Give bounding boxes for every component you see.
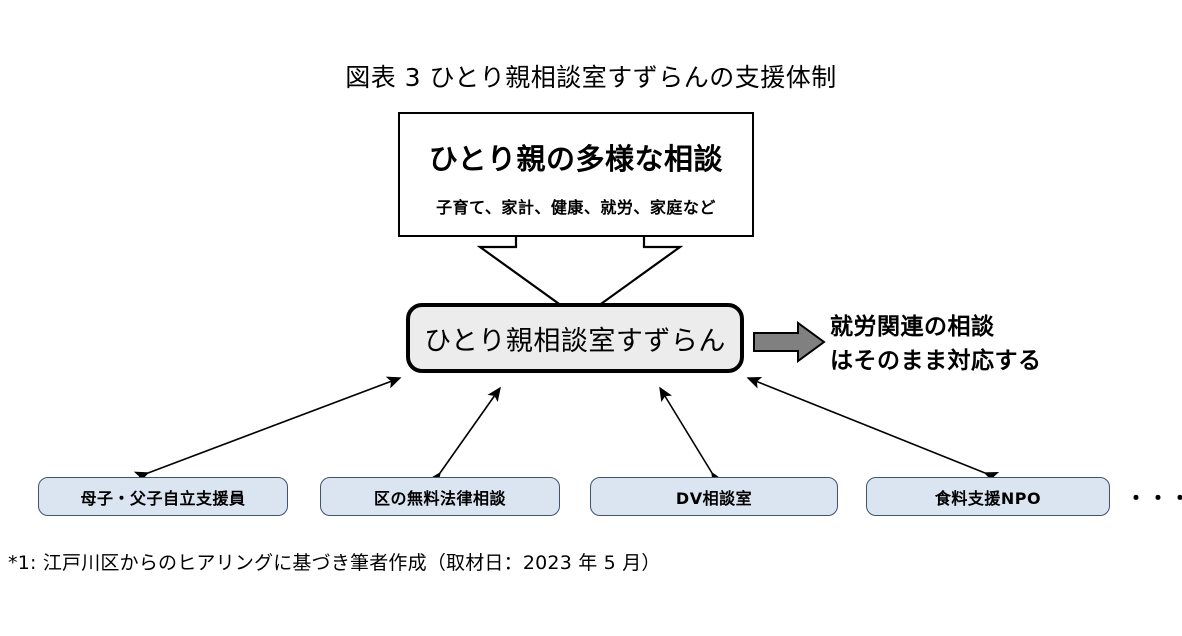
right-note-line-2: はそのまま対応する — [830, 348, 1042, 374]
partner-label-0: 母子・父子自立支援員 — [80, 488, 246, 508]
partner-box-2: DV相談室 — [590, 477, 838, 516]
more-partners-ellipsis: ・・・ — [1126, 486, 1182, 510]
top-box-subtitle: 子育て、家計、健康、就労、家庭など — [436, 198, 716, 217]
partner-label-3: 食料支援NPO — [934, 488, 1042, 508]
right-block-arrow-icon — [753, 321, 826, 363]
footnote: *1: 江戸川区からのヒアリングに基づき筆者作成（取材日：2023 年 5 月） — [8, 552, 661, 574]
partner-label-1: 区の無料法律相談 — [373, 488, 506, 508]
connector-arrow-2 — [427, 386, 501, 488]
right-note-line-1: 就労関連の相談 — [830, 314, 995, 340]
partner-label-2: DV相談室 — [675, 488, 753, 508]
connector-arrow-4 — [746, 376, 1000, 484]
partner-box-0: 母子・父子自立支援員 — [38, 477, 288, 516]
right-note: 就労関連の相談 はそのまま対応する — [830, 310, 1120, 378]
page-title: 図表 3 ひとり親相談室すずらんの支援体制 — [345, 63, 837, 92]
top-box-multiple-consultations: ひとり親の多様な相談 子育て、家計、健康、就労、家庭など — [398, 112, 754, 237]
connector-arrow-3 — [659, 386, 725, 488]
center-box-suzuran: ひとり親相談室すずらん — [406, 303, 744, 373]
connector-arrow-1 — [133, 376, 402, 484]
partner-box-1: 区の無料法律相談 — [320, 477, 560, 516]
center-box-label: ひとり親相談室すずらん — [424, 325, 726, 357]
partner-box-3: 食料支援NPO — [866, 477, 1110, 516]
top-box-title: ひとり親の多様な相談 — [428, 142, 724, 176]
